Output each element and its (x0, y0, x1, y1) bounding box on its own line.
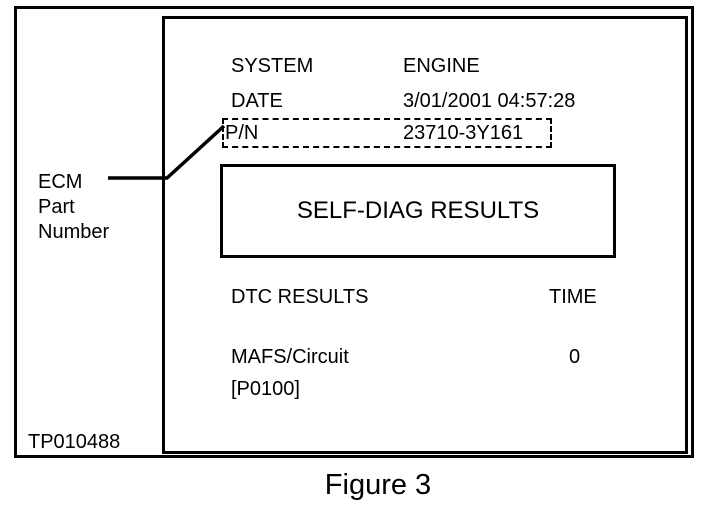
pn-label: P/N (225, 122, 259, 144)
system-value: ENGINE (403, 55, 480, 77)
outer-frame (14, 6, 694, 458)
consult-screen-frame (162, 16, 688, 454)
date-label: DATE (231, 90, 283, 112)
part-number-callout-box (222, 118, 552, 148)
callout-label-line2: Part (38, 196, 75, 218)
figure-caption: Figure 3 (324, 469, 432, 501)
callout-label-line1: ECM (38, 171, 83, 193)
date-value: 3/01/2001 04:57:28 (403, 90, 576, 112)
self-diag-results-title: SELF-DIAG RESULTS (296, 197, 540, 224)
dtc-code: [P0100] (231, 378, 300, 400)
dtc-name: MAFS/Circuit (231, 346, 349, 368)
pn-value: 23710-3Y161 (403, 122, 524, 144)
dtc-time: 0 (569, 346, 581, 368)
callout-label-line3: Number (38, 221, 110, 243)
time-header: TIME (549, 286, 597, 308)
dtc-results-header: DTC RESULTS (231, 286, 369, 308)
self-diag-results-box: SELF-DIAG RESULTS (220, 164, 616, 258)
system-label: SYSTEM (231, 55, 314, 77)
figure-id: TP010488 (28, 431, 121, 453)
